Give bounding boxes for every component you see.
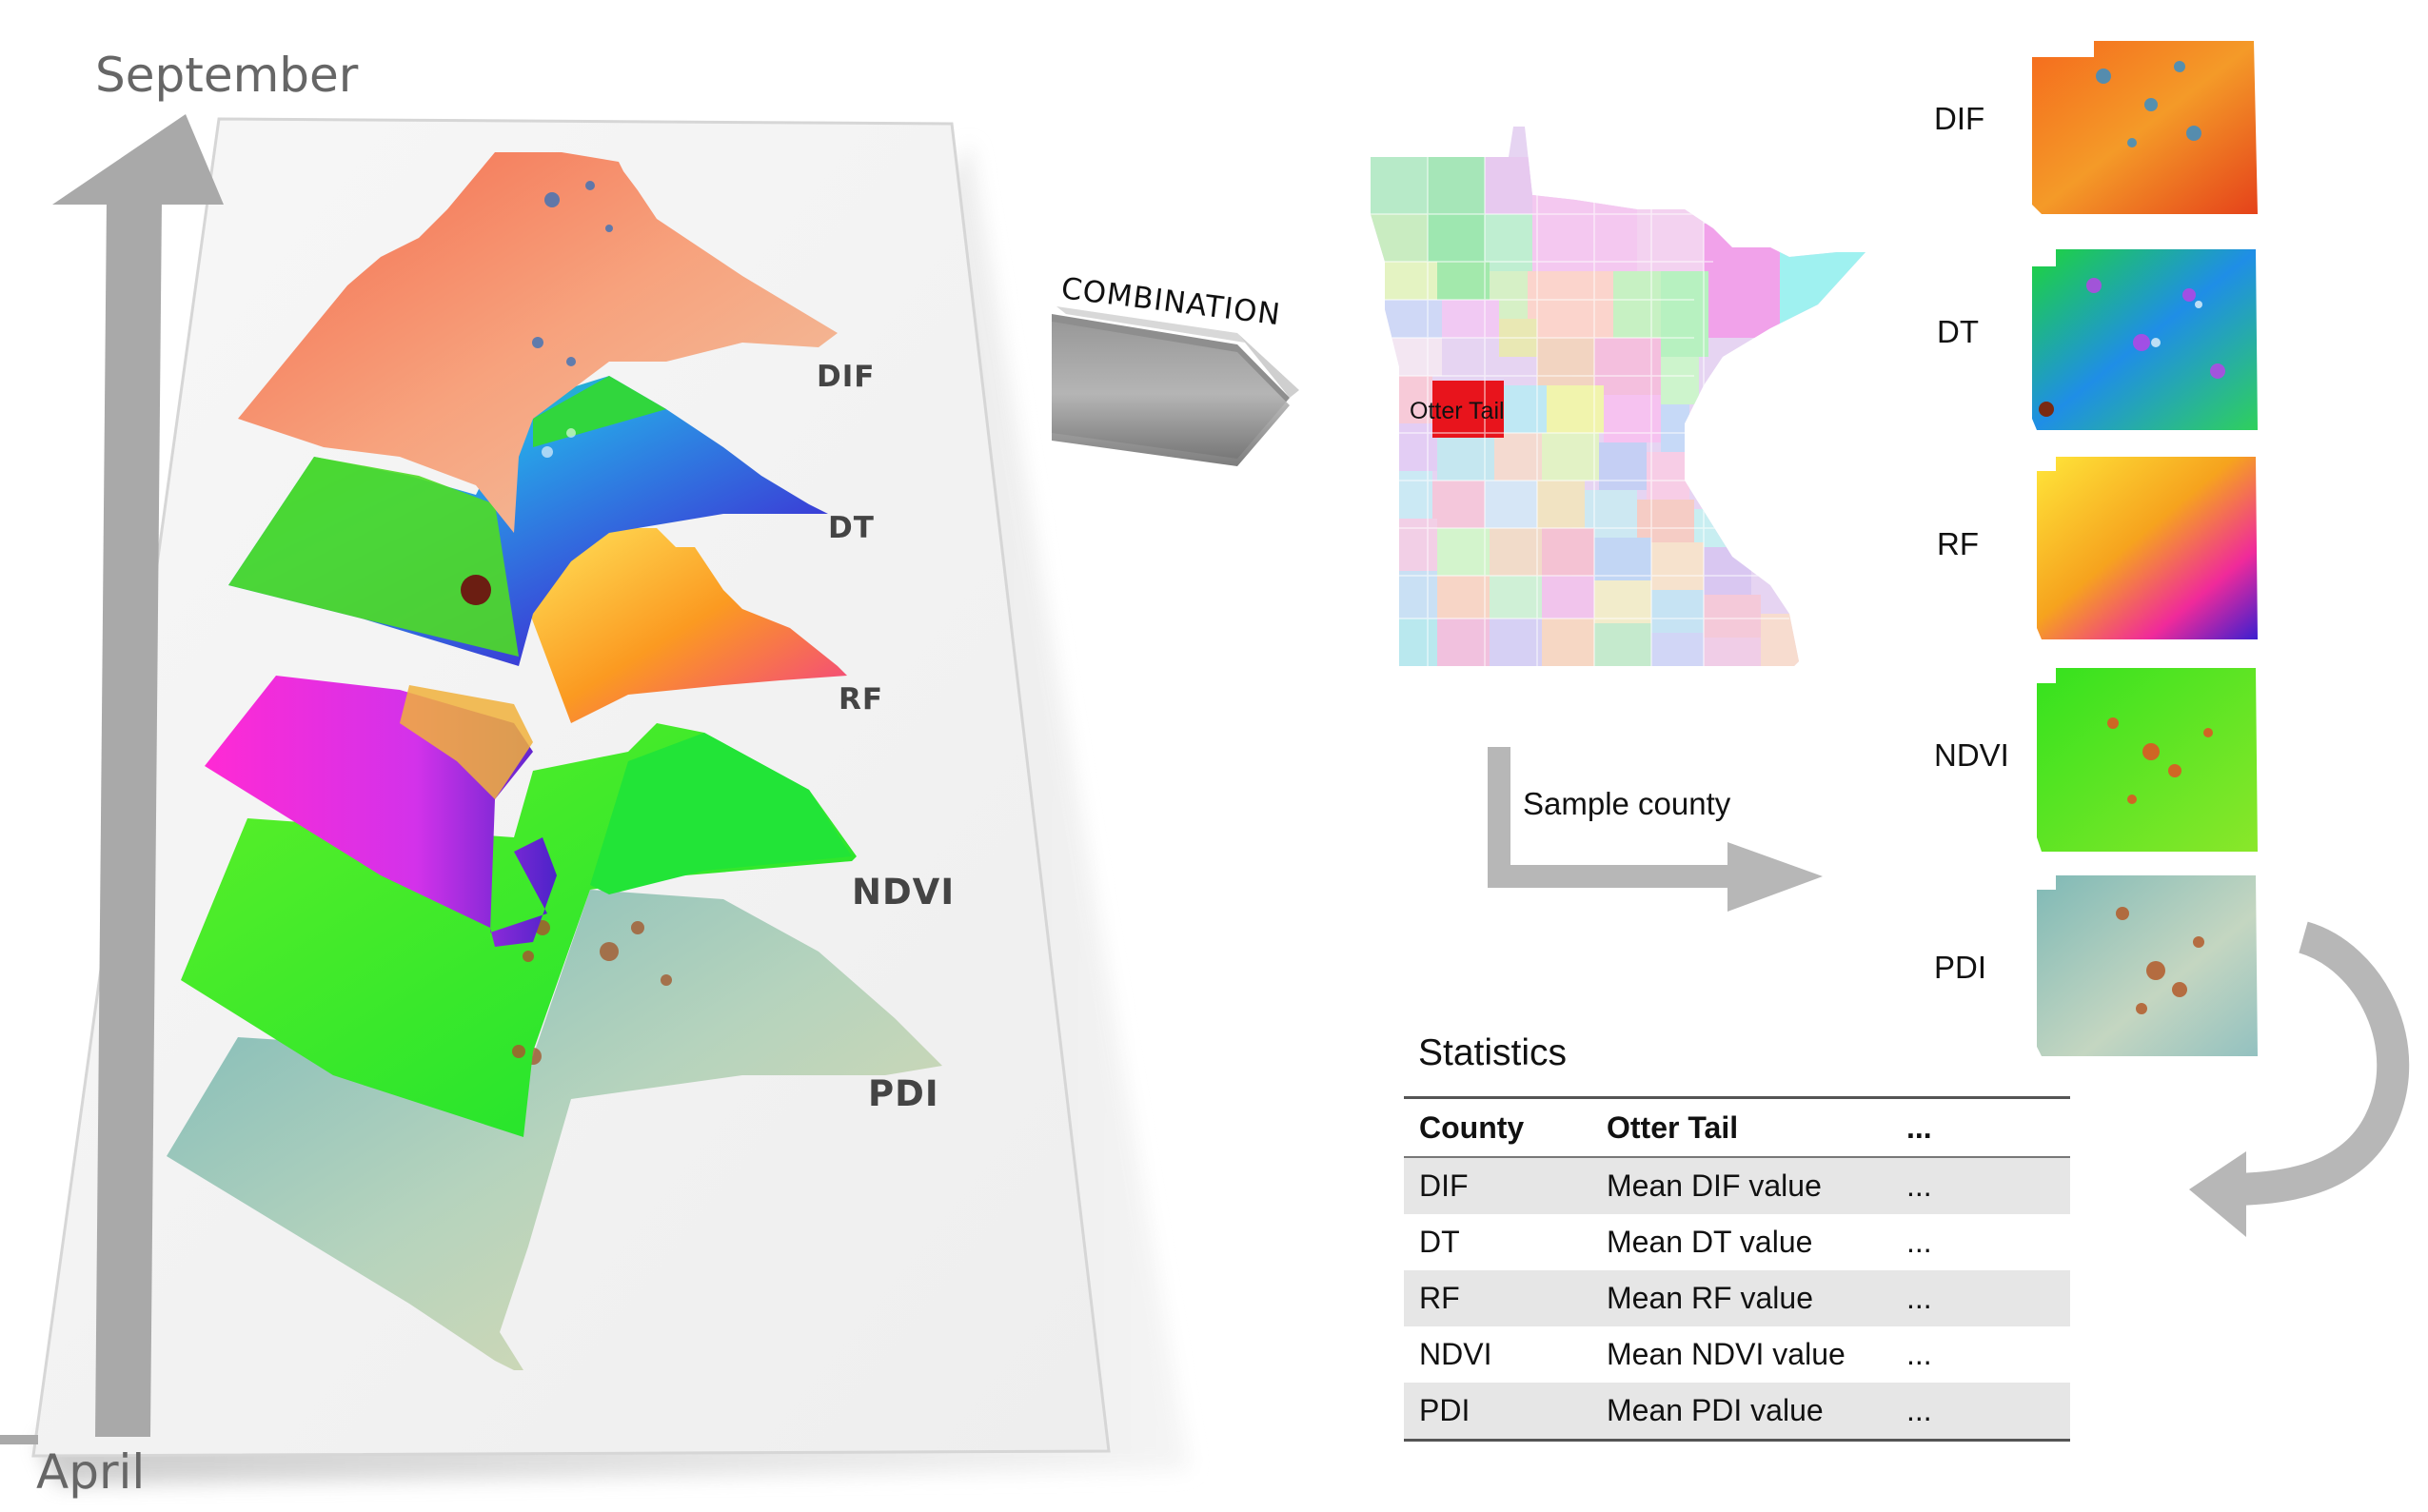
stack-label-dt: DT (828, 511, 875, 545)
table-cell: RF (1404, 1270, 1591, 1326)
table-cell: ... (1906, 1225, 1932, 1259)
table-header-row: County Otter Tail ... (1404, 1096, 2070, 1158)
thumb-label-dif: DIF (1934, 101, 1985, 136)
thumb-ndvi (2037, 668, 2258, 852)
table-cell: Mean NDVI value (1607, 1337, 1846, 1371)
statistics-title: Statistics (1418, 1032, 1568, 1073)
thumb-label-pdi: PDI (1934, 950, 1987, 985)
thumb-label-ndvi: NDVI (1934, 737, 2009, 773)
table-cell: ... (1891, 1383, 2070, 1442)
table-cell: NDVI (1419, 1337, 1492, 1371)
table-header-cell: Otter Tail (1591, 1096, 1891, 1158)
thumb-dif (2032, 41, 2258, 214)
time-axis-arrowhead (52, 114, 224, 205)
table-cell: ... (1906, 1337, 1932, 1371)
table-cell: Mean RF value (1591, 1270, 1891, 1326)
table-cell: PDI (1404, 1383, 1591, 1442)
thumb-rf (2037, 457, 2258, 639)
otter-tail-label: Otter Tail (1410, 398, 1505, 424)
return-arrow (2226, 921, 2410, 1206)
stack-label-rf: RF (839, 682, 884, 717)
statistics-table: County Otter Tail ... DIF Mean DIF value… (1404, 1096, 2070, 1442)
rf-upper-layer (528, 528, 847, 723)
table-cell: DIF (1404, 1157, 1591, 1214)
table-cell: Mean DT value (1607, 1225, 1813, 1259)
table-header-cell: ... (1891, 1096, 2070, 1158)
table-row: DIF Mean DIF value ... (1404, 1157, 2070, 1214)
thumb-pdi (2037, 875, 2258, 1056)
table-cell: Mean PDI value (1591, 1383, 1891, 1442)
thumb-label-rf: RF (1937, 526, 1979, 561)
table-cell: ... (1891, 1157, 2070, 1214)
table-cell: DT (1419, 1225, 1460, 1259)
sample-county-label: Sample county (1523, 786, 1731, 821)
table-cell: Mean DIF value (1591, 1157, 1891, 1214)
axis-top-label: September (95, 48, 359, 103)
axis-bottom-label: April (36, 1444, 146, 1500)
county-map (1371, 127, 1865, 666)
table-row: NDVI Mean NDVI value ... (1404, 1326, 2070, 1383)
stack-label-ndvi: NDVI (852, 872, 956, 913)
otter-tail-county (1432, 381, 1504, 438)
table-row: PDI Mean PDI value ... (1404, 1383, 2070, 1442)
stack-label-dif: DIF (817, 360, 876, 394)
table-row: RF Mean RF value ... (1404, 1270, 2070, 1326)
table-row: DT Mean DT value ... (1404, 1214, 2070, 1270)
table-cell: ... (1891, 1270, 2070, 1326)
table-header-cell: County (1404, 1096, 1591, 1158)
pdi-layer (167, 890, 942, 1370)
time-axis-arrow (95, 200, 162, 1437)
thumb-label-dt: DT (1937, 314, 1979, 349)
stack-label-pdi: PDI (868, 1073, 939, 1114)
